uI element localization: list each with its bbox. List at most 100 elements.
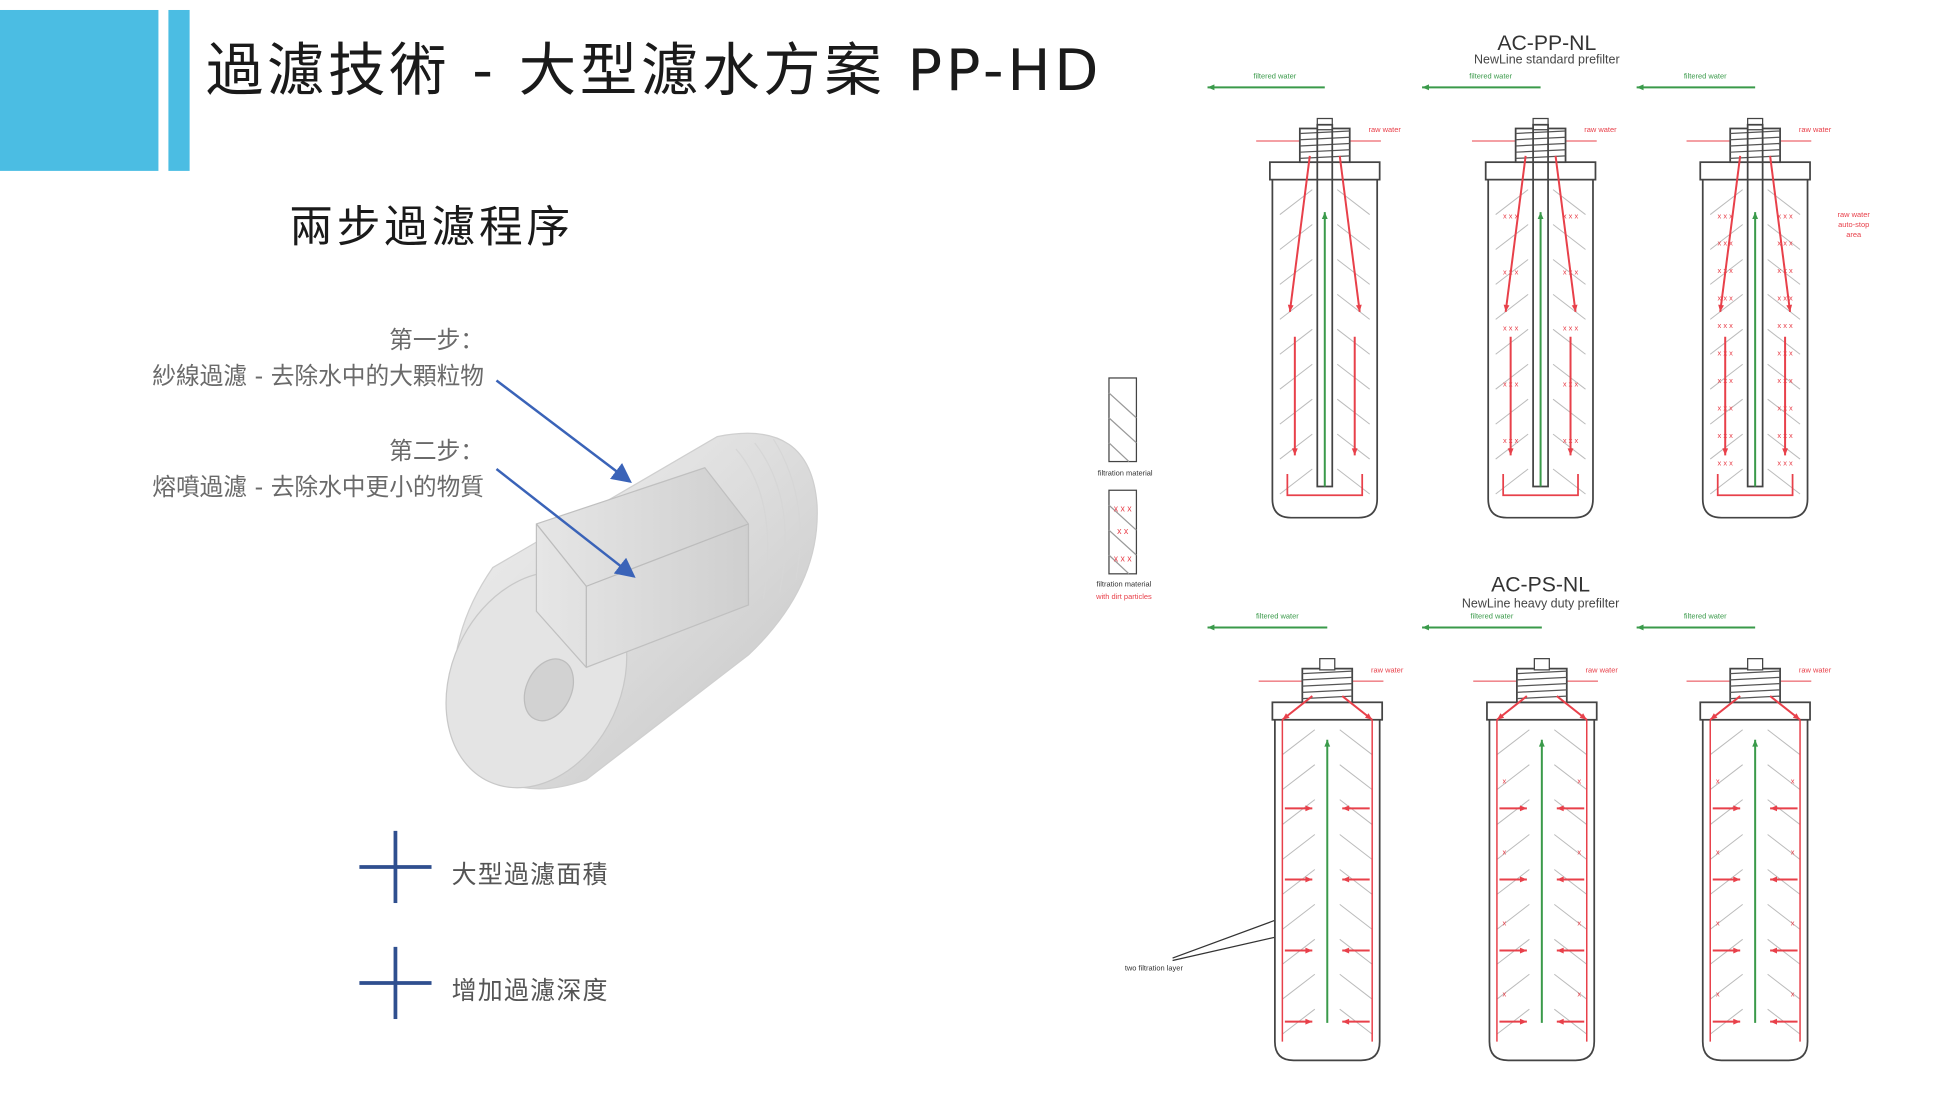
cartridge-2-1-inflow-left-head [1305,1018,1313,1025]
top-model-desc: NewLine standard prefilter [1474,53,1620,67]
accent-bar [168,9,190,171]
cartridge-2-1-thread-line [1302,682,1353,687]
cartridge-1-2-dirt: x x x [1503,436,1519,445]
cartridge-1-3-in-arrow-left-head [1718,304,1724,312]
cartridge-2-1-hatch [1282,973,1316,1000]
cartridge-1-2-hatch [1552,224,1586,250]
cartridge-2-2-hatch [1554,903,1588,930]
cartridge-1-3-dirt: x x x [1777,403,1793,412]
cartridge-1-1-in-arrow-right-head [1355,304,1362,312]
cartridge-2-2-filtered-label: filtered water [1471,612,1514,621]
cartridge-1-2-hatch [1495,224,1529,250]
cartridge-1-2-hatch [1552,468,1586,495]
cartridge-1-3-hatch [1767,189,1801,215]
cartridge-1-2-dirt: x x x [1503,324,1519,333]
cartridge-2-3-hatch [1709,729,1743,756]
cartridge-1-1-hatch [1336,398,1370,425]
cartridge-2-1-hatch [1339,903,1373,930]
cartridge-2-2-hatch [1554,764,1588,791]
cartridge-1-3-dirt: x x x [1718,376,1734,385]
cartridge-2-3-hatch [1709,834,1743,860]
cartridge-1-1-hatch [1279,398,1313,425]
cartridge-1-1-hatch [1279,224,1313,250]
plus-icon [359,946,432,1020]
cartridge-1-3-dirt: x x x [1718,403,1734,412]
cartridge-1-1-hatch [1336,328,1370,355]
cartridge-2-2-dirt: x [1503,776,1507,785]
cartridge-1-3-hatch [1709,398,1743,425]
cartridge-1-3-hatch [1709,328,1743,355]
cartridge-1-1-hatch [1336,468,1370,495]
cartridge-1-2-dirt: x x x [1563,324,1579,333]
cartridge-2-2-hatch [1554,938,1588,965]
cartridge-2-2-dirt: x [1503,919,1507,928]
cartridge-1-2-dirt: x x x [1563,267,1579,276]
cartridge-1-3-dirt: x x x [1718,431,1734,440]
cartridge-1-2-down-arrow-right-head [1567,448,1574,456]
cartridge-2-3-hatch [1709,799,1743,825]
cartridge-1-3-down-arrow-left-head [1722,448,1729,456]
cartridge-2-2-hatch [1554,799,1588,825]
cartridge-1-3-dirt: x x x [1777,376,1793,385]
cartridge-1-2-thread-line [1515,149,1566,153]
cartridge-2-3-hatch [1709,938,1743,965]
cartridge-2-1-in-arrow-left-head [1282,713,1290,720]
cartridge-2-3-dirt: x [1716,919,1720,928]
cartridge-1-1-thread-line [1299,155,1350,160]
bullet-large-area: 大型過濾面積 [451,859,609,890]
cartridge-1-1-hatch [1279,328,1313,355]
cartridge-2-3-hatch [1767,834,1801,860]
cartridge-1-1-in-arrow-right [1338,155,1361,312]
bullet-depth: 增加過濾深度 [451,975,609,1006]
cartridge-2-3-hatch [1709,903,1743,930]
cartridge-1-3-hatch [1767,328,1801,355]
cartridge-1-3-dirt: x x x [1777,266,1793,275]
cartridge-2-2-in-arrow-right-head [1579,713,1587,720]
cartridge-1-3-in-arrow-right [1769,155,1792,312]
cartridge-1-2-up-arrow-head [1537,212,1544,219]
cartridge-1-3-filtered-label: filtered water [1684,72,1727,81]
cartridge-2-3-hatch [1767,903,1801,930]
cartridge-2-1-hatch [1339,869,1373,895]
cartridge-1-1-hatch [1279,468,1313,495]
cartridge-1-1-filtered-label: filtered water [1254,72,1297,81]
cartridge-2-2-hatch [1496,799,1530,825]
cartridge-1-3-hatch [1767,294,1801,320]
legend-material-label: filtration material [1098,468,1153,477]
cartridge-2-1-hatch [1339,799,1373,825]
cartridge-2-2-nozzle [1533,658,1550,671]
cartridge-1-3-in-arrow-left [1719,155,1742,312]
cartridge-2-1-hatch [1339,729,1373,756]
cartridge-2-2-hatch [1496,903,1530,930]
legend-dirty: x x x x x x x x filtration material with… [1095,489,1152,601]
cartridge-2-3-hatch [1767,869,1801,895]
cartridge-2-2-dirt: x [1577,847,1581,856]
cartridge-2-2-dirt: x [1577,919,1581,928]
cartridge-1-2-in-arrow-left [1504,155,1527,312]
cartridge-1-3-in-arrow-right-head [1786,304,1793,312]
cartridge-1-3-hatch [1767,224,1801,250]
cartridge-1-3-dirt: x x x [1777,349,1793,358]
cartridge-1-2-hatch [1552,259,1586,285]
cartridge-2-2-dirt: x [1503,847,1507,856]
cartridge-1-3-return-path [1716,474,1794,497]
step2-text: 熔噴過濾 - 去除水中更小的物質 [152,474,485,502]
cartridge-1-1-hatch [1336,224,1370,250]
cartridge-1-3-dirt: x x x [1777,211,1793,220]
cartridge-1-2-dirt: x x x [1503,211,1519,220]
cartridge-1-3-dirt: x x x [1777,239,1793,248]
cartridge-1-3-hatch [1767,398,1801,425]
page-title: 過濾技術 - 大型濾水方案 PP-HD [205,36,1103,104]
cartridge-1-2-hatch [1552,433,1586,460]
svg-text:x x x: x x x [1114,503,1133,513]
cartridge-2-3-dirt: x [1791,776,1795,785]
cartridge-1-2-thread-line [1515,142,1566,147]
cartridge-2-2-inflow-right-head [1556,805,1564,812]
cartridge-2-3-hatch [1767,799,1801,825]
auto-stop-label-3: area [1846,230,1862,239]
cartridge-1-2-in-arrow-right [1554,155,1577,312]
cartridge-1-2-return-path [1502,474,1579,497]
cartridge-2-3-hatch [1767,764,1801,791]
cartridge-2-3-inflow-left-head [1733,805,1741,812]
cartridge-1-1-down-arrow-left-head [1291,448,1298,456]
